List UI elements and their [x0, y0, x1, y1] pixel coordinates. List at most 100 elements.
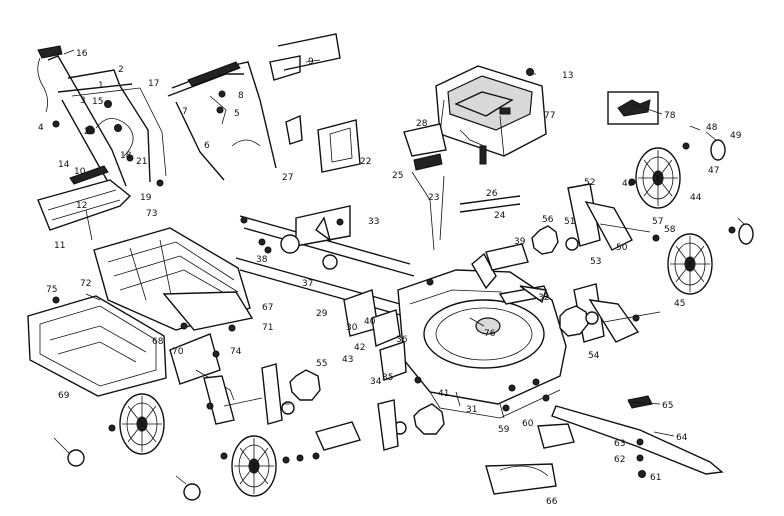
hubcaps-and-hardware — [52, 139, 754, 501]
part-label: 11 — [54, 241, 65, 251]
part-label: 62 — [614, 455, 625, 465]
rear-door — [162, 291, 254, 401]
part-label: 26 — [486, 189, 498, 199]
part-label: 9 — [308, 57, 314, 67]
control-cable — [52, 100, 164, 187]
part-label: 36 — [396, 335, 408, 345]
mower-deck — [371, 269, 567, 419]
part-label: 15 — [92, 97, 103, 107]
grass-bag — [27, 295, 167, 397]
part-label: 78 — [664, 111, 676, 121]
part-label: 51 — [564, 217, 575, 227]
part-label: 45 — [674, 299, 685, 309]
part-label: 66 — [546, 497, 558, 507]
part-label: 74 — [230, 347, 242, 357]
part-label: 57 — [652, 217, 663, 227]
part-label: 30 — [346, 323, 358, 333]
part-label: 4 — [38, 123, 44, 133]
lower-handle — [167, 61, 277, 181]
part-label: 39 — [514, 237, 526, 247]
part-label: 72 — [80, 279, 91, 289]
part-label: 48 — [706, 123, 718, 133]
part-label: 73 — [146, 209, 157, 219]
part-label: 54 — [588, 351, 600, 361]
baffle-shields — [485, 423, 575, 495]
part-label: 47 — [708, 166, 719, 176]
leader-lines — [53, 49, 745, 485]
part-label: 12 — [76, 201, 87, 211]
wheel-front-right-bottom — [667, 233, 713, 295]
part-label: 17 — [148, 79, 159, 89]
height-adjuster-rails — [235, 205, 415, 337]
part-label: 10 — [74, 167, 86, 177]
part-label: 49 — [730, 131, 742, 141]
part-label: 58 — [664, 225, 676, 235]
part-label: 18 — [120, 151, 132, 161]
part-label: 23 — [428, 193, 439, 203]
part-label: 16 — [76, 49, 88, 59]
part-label: 76 — [484, 329, 496, 339]
part-label: 25 — [392, 171, 403, 181]
part-label: 37 — [302, 279, 313, 289]
part-label: 69 — [58, 391, 70, 401]
part-label: 24 — [494, 211, 506, 221]
part-label: 59 — [498, 425, 510, 435]
part-label: 65 — [662, 401, 673, 411]
part-label: 44 — [690, 193, 702, 203]
part-label: 32 — [538, 293, 549, 303]
part-label: 50 — [616, 243, 628, 253]
engine-shroud — [317, 68, 534, 251]
decal-box — [607, 91, 659, 125]
part-label: 46 — [622, 179, 634, 189]
engine — [435, 65, 547, 165]
part-label: 77 — [544, 111, 555, 121]
upper-handle — [37, 45, 167, 197]
part-label: 2 — [118, 65, 124, 75]
part-label: 3 — [80, 96, 86, 106]
blade — [551, 395, 724, 478]
part-label: 55 — [316, 359, 327, 369]
part-label: 21 — [136, 157, 147, 167]
part-label: 75 — [46, 285, 57, 295]
part-label: 35 — [382, 373, 393, 383]
callout-labels: 16 1 2 3 15 4 20 18 21 10 14 12 11 19 17… — [38, 49, 742, 507]
part-label: 1 — [98, 81, 104, 91]
part-label: 19 — [140, 193, 152, 203]
part-label: 42 — [354, 343, 365, 353]
part-label: 52 — [584, 178, 595, 188]
part-label: 7 — [182, 107, 188, 117]
part-label: 64 — [676, 433, 688, 443]
part-label: 14 — [58, 160, 70, 170]
part-label: 53 — [590, 257, 601, 267]
part-label: 41 — [438, 389, 449, 399]
part-label: 22 — [360, 157, 371, 167]
part-label: 20 — [84, 127, 96, 137]
part-label: 34 — [370, 377, 382, 387]
part-label: 38 — [256, 255, 268, 265]
part-label: 56 — [542, 215, 554, 225]
part-label: 60 — [522, 419, 534, 429]
part-label: 29 — [316, 309, 328, 319]
part-label: 70 — [172, 347, 184, 357]
wheel-rear-left — [119, 393, 165, 455]
part-label: 33 — [368, 217, 379, 227]
gears — [281, 225, 599, 435]
part-label: 13 — [562, 71, 573, 81]
part-label: 6 — [204, 141, 210, 151]
wheel-front-right-top — [635, 147, 681, 209]
part-label: 40 — [364, 317, 376, 327]
part-label: 27 — [282, 173, 293, 183]
part-label: 31 — [466, 405, 477, 415]
bag-frame — [37, 165, 132, 241]
part-label: 68 — [152, 337, 164, 347]
part-label: 5 — [234, 109, 240, 119]
part-label: 71 — [262, 323, 273, 333]
part-label: 67 — [262, 303, 273, 313]
part-label: 8 — [238, 91, 244, 101]
wheel-rear-bottom — [231, 435, 277, 497]
front-lift-levers — [471, 183, 661, 343]
part-label: 28 — [416, 119, 428, 129]
part-label: 63 — [614, 439, 625, 449]
handle-brackets — [231, 33, 341, 147]
